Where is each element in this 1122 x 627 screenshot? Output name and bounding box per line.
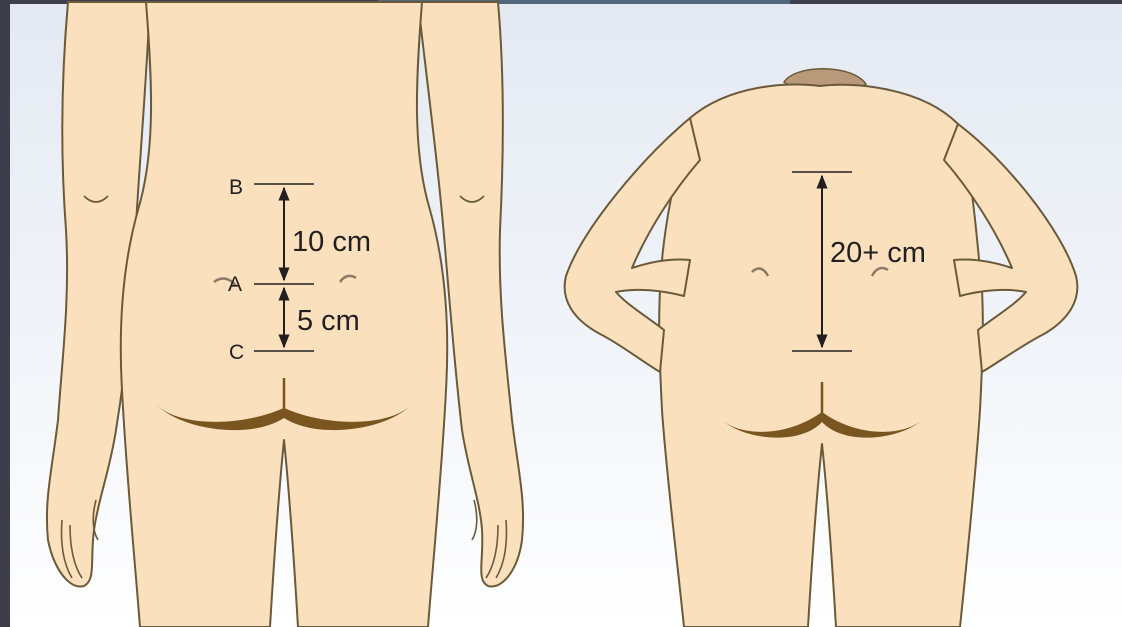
point-c-label: C: [229, 341, 244, 364]
bending-torso: [659, 85, 983, 627]
right-hand-thumb: [472, 500, 477, 540]
point-b-label: B: [229, 176, 243, 199]
lower-distance-label: 5 cm: [297, 305, 360, 337]
point-a-label: A: [228, 273, 242, 296]
standing-figure: B A C 10 cm 5 cm: [47, 2, 523, 627]
bending-figure: 20+ cm: [565, 69, 1078, 627]
flexion-distance-label: 20+ cm: [830, 237, 926, 269]
upper-distance-label: 10 cm: [292, 226, 371, 258]
